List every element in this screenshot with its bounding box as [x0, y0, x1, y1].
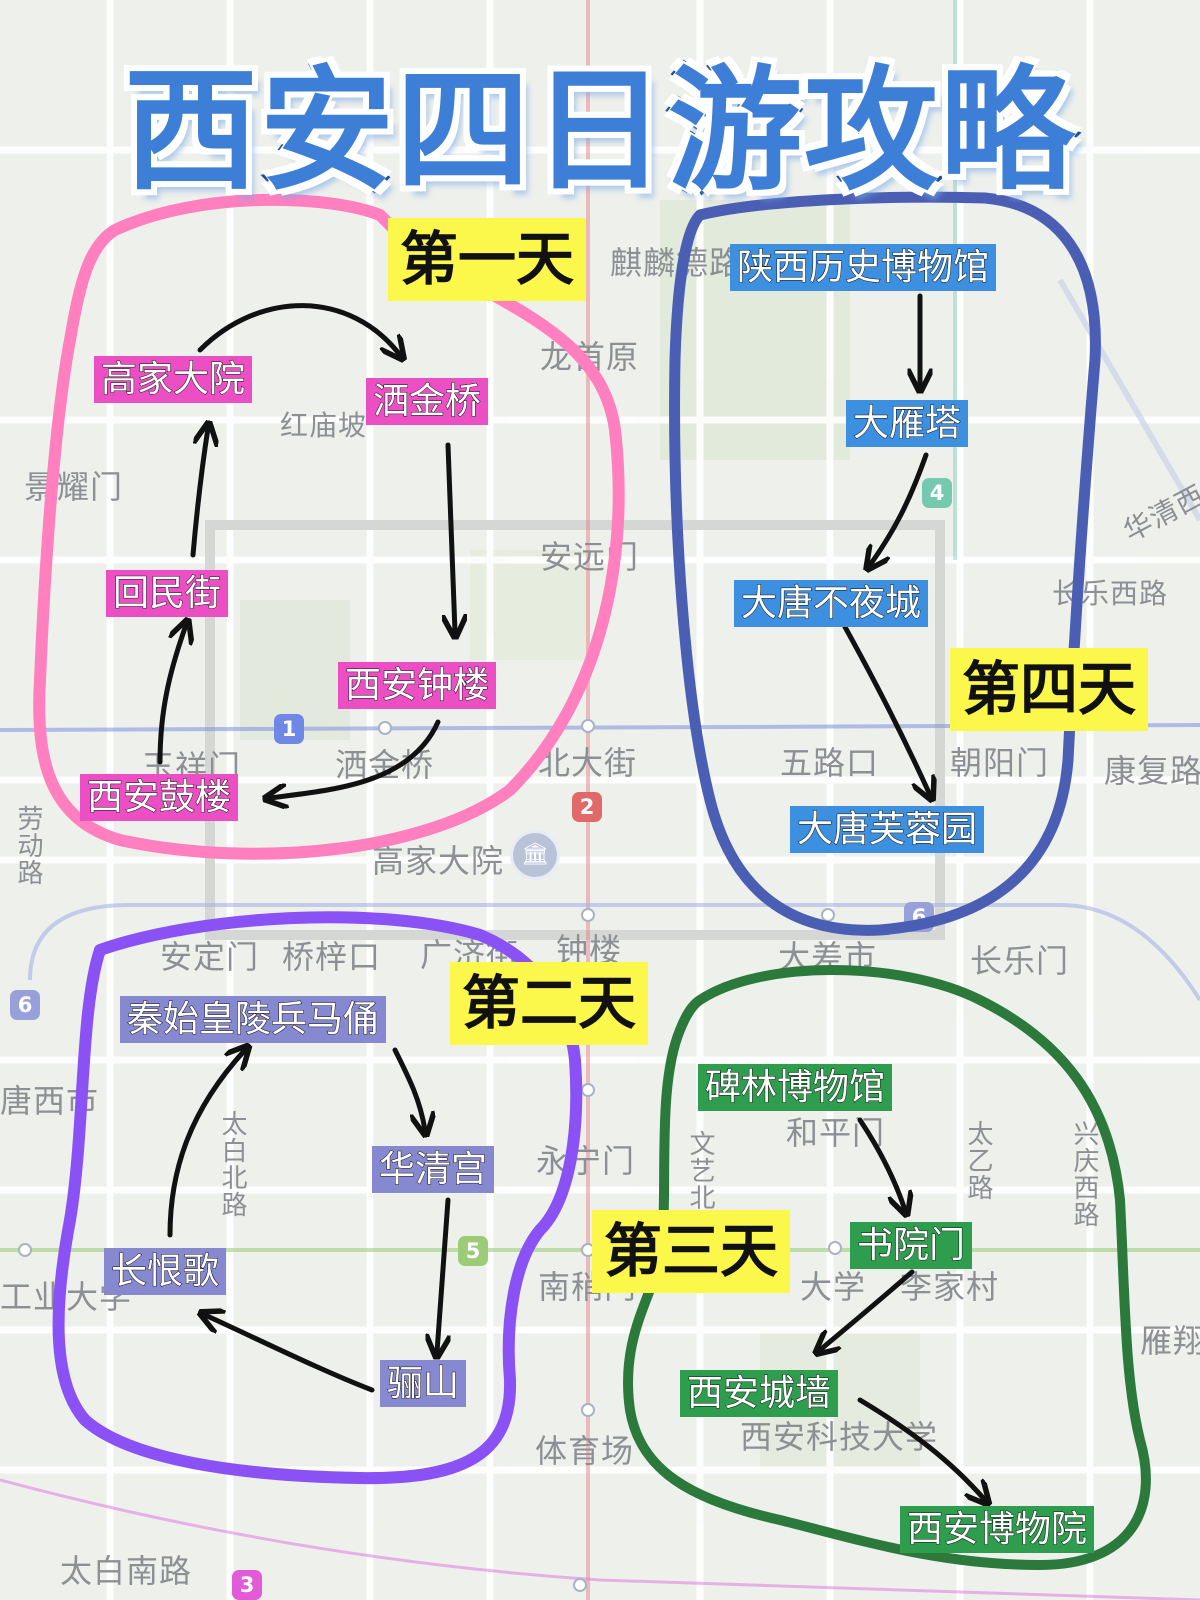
stop-datang-everbright-city: 大唐不夜城: [734, 580, 929, 628]
route-arrow: [157, 625, 186, 765]
stop-everlasting-regret: 长恨歌: [104, 1248, 227, 1296]
map-label: 景耀门: [24, 468, 124, 506]
stop-shaanxi-history-museum: 陕西历史博物馆: [730, 244, 997, 292]
day-label-3: 第三天: [592, 1210, 791, 1293]
map-label: 太白南路: [60, 1552, 193, 1590]
stop-xian-museum: 西安博物院: [900, 1506, 1095, 1554]
map-label: 体育场: [535, 1432, 635, 1470]
map-label: 康复路: [1104, 752, 1200, 790]
route-arrow: [197, 303, 400, 355]
route-arrow: [167, 1050, 245, 1238]
stop-big-wild-goose-pagoda: 大雁塔: [846, 400, 969, 448]
museum-pin-icon: 🏛: [510, 830, 560, 880]
metro-line-badge: 1: [274, 714, 304, 744]
stop-tang-paradise: 大唐芙蓉园: [790, 806, 985, 854]
metro-line-badge: 5: [458, 1236, 488, 1266]
map-label: 北大街: [538, 744, 638, 782]
map-label: 兴庆西路: [1069, 1120, 1099, 1228]
route-arrow: [842, 624, 930, 795]
route-arrow: [820, 1269, 915, 1350]
map-label: 永宁门: [536, 1142, 636, 1180]
stop-bell-tower: 西安钟楼: [338, 662, 497, 710]
day4-loop: [669, 191, 1101, 936]
metro-line-badge: 2: [572, 792, 602, 822]
route-arrow: [392, 1047, 425, 1130]
map-label: 长乐西路: [1052, 577, 1169, 610]
stop-muslim-street: 回民街: [106, 570, 229, 618]
stop-terracotta-warriors: 秦始皇陵兵马俑: [120, 996, 387, 1044]
day2-loop: [52, 911, 583, 1485]
route-arrow: [190, 428, 208, 558]
map-label: 五路口: [780, 744, 880, 782]
day-label-1: 第一天: [388, 218, 587, 301]
stop-shuyuanmen: 书院门: [850, 1222, 973, 1270]
map-label: 长乐门: [970, 942, 1070, 980]
route-arrow: [857, 1117, 905, 1210]
stop-sajinqiao: 洒金桥: [366, 378, 489, 426]
stop-huaqing-palace: 华清宫: [372, 1146, 495, 1194]
stop-mount-li: 骊山: [380, 1360, 467, 1408]
stop-drum-tower: 西安鼓楼: [80, 774, 239, 822]
stop-gaojia-dayuan: 高家大院: [94, 356, 253, 404]
map-label: 高家大院: [372, 842, 505, 880]
map-label: 雁翔: [1140, 1322, 1200, 1360]
route-arrow: [270, 719, 441, 798]
map-label: 红庙坡: [280, 409, 368, 442]
stop-beilin-museum: 碑林博物馆: [698, 1064, 893, 1112]
map-label: 太白北路: [217, 1110, 247, 1218]
map-label: 麒麟德路: [610, 244, 743, 282]
stop-city-wall: 西安城墙: [680, 1370, 839, 1418]
map-label: 桥梓口: [282, 938, 382, 976]
metro-line-badge: 4: [922, 478, 952, 508]
metro-line-badge: 6: [10, 990, 40, 1020]
route-arrow: [448, 442, 455, 632]
map-label: 太乙路: [963, 1120, 993, 1201]
metro-line-badge: 3: [232, 1570, 262, 1600]
map-label: 大学: [800, 1268, 867, 1306]
route-arrow: [870, 452, 929, 565]
map-label: 西安科技大学: [740, 1418, 939, 1456]
map-label: 朝阳门: [950, 744, 1050, 782]
map-label: 劳动路: [13, 805, 43, 886]
route-arrow: [205, 1315, 375, 1393]
map-label: 李家村: [900, 1268, 1000, 1306]
route-arrow: [437, 1197, 448, 1352]
day-label-2: 第二天: [450, 962, 649, 1045]
day-label-4: 第四天: [950, 648, 1149, 731]
map-label: 安定门: [160, 938, 260, 976]
route-arrow: [857, 1397, 985, 1500]
page-title: 西安四日游攻略: [121, 50, 1077, 212]
